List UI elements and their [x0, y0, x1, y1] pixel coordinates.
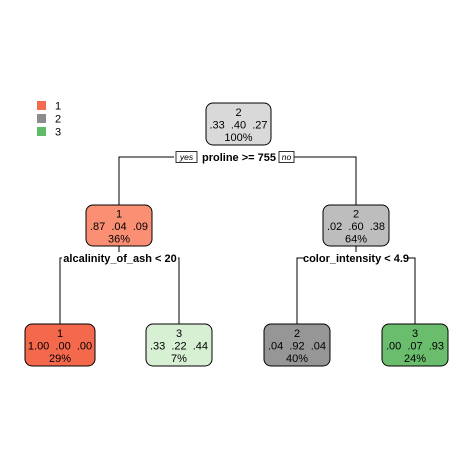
legend-swatch-3 [37, 127, 46, 136]
node-class: 2 [235, 107, 241, 119]
tree-leaf-1: 1 1.00 .00 .00 29% [24, 323, 96, 367]
legend-label-2: 2 [55, 114, 61, 126]
node-class: 2 [353, 209, 359, 221]
node-box [322, 204, 390, 247]
edge-root-left [118, 156, 174, 205]
legend: 1 2 3 [37, 101, 61, 139]
node-probs: .00 .07 .93 [386, 341, 444, 353]
split-label-background [62, 252, 178, 265]
no-badge-box [278, 151, 295, 163]
split-label: color_intensity < 4.9 [303, 253, 409, 265]
edge-right-rr [356, 257, 416, 324]
node-class: 3 [412, 328, 418, 340]
legend-label-3: 3 [55, 127, 61, 139]
node-class: 1 [57, 328, 63, 340]
node-box [205, 102, 272, 146]
node-probs: .04 .92 .04 [268, 341, 326, 353]
split-label-background [199, 151, 279, 164]
tree-leaf-3: 2 .04 .92 .04 40% [263, 323, 331, 367]
split-right: color_intensity < 4.9 [303, 252, 409, 265]
legend-label-1: 1 [55, 101, 61, 113]
node-percent: 29% [49, 353, 71, 365]
tree-node-root: 2 .33 .40 .27 100% [205, 102, 272, 146]
node-box [24, 323, 96, 367]
node-box [85, 204, 153, 247]
node-box [145, 323, 213, 367]
node-probs: .33 .22 .44 [150, 341, 208, 353]
node-class: 3 [176, 328, 182, 340]
node-class: 2 [294, 328, 300, 340]
node-probs: .33 .40 .27 [209, 120, 267, 132]
tree-node-right: 2 .02 .60 .38 64% [322, 204, 390, 247]
node-box [381, 323, 449, 367]
split-label-background [304, 252, 408, 265]
node-percent: 7% [171, 353, 187, 365]
split-label: proline >= 755 [202, 152, 276, 164]
node-percent: 64% [345, 234, 367, 246]
tree-leaf-4: 3 .00 .07 .93 24% [381, 323, 449, 367]
edge-root-right [294, 156, 357, 205]
node-percent: 24% [404, 353, 426, 365]
yes-badge-box [175, 151, 198, 163]
node-percent: 40% [286, 353, 308, 365]
split-label: alcalinity_of_ash < 20 [63, 253, 176, 265]
node-percent: 36% [108, 234, 130, 246]
yes-badge: yes [179, 152, 194, 162]
edge-left-lr [119, 257, 180, 324]
no-badge: no [282, 152, 292, 162]
split-left: alcalinity_of_ash < 20 [62, 252, 178, 265]
legend-swatch-1 [37, 101, 46, 110]
tree-node-left: 1 .87 .04 .09 36% [85, 204, 153, 247]
node-class: 1 [116, 209, 122, 221]
node-box [263, 323, 331, 367]
node-probs: .87 .04 .09 [90, 221, 148, 233]
node-probs: .02 .60 .38 [327, 221, 385, 233]
node-percent: 100% [224, 132, 252, 144]
legend-swatch-2 [37, 114, 46, 123]
split-root: proline >= 755 yes no [175, 151, 295, 164]
node-probs: 1.00 .00 .00 [28, 341, 92, 353]
tree-leaf-2: 3 .33 .22 .44 7% [145, 323, 213, 367]
